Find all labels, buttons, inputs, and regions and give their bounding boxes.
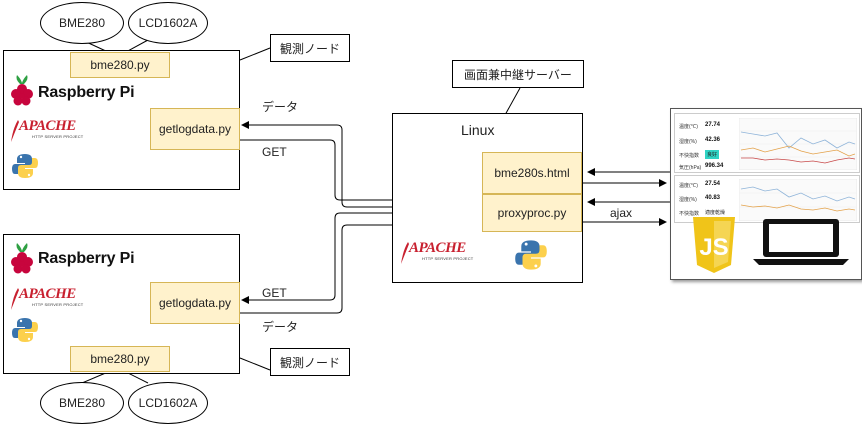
script-label: bme280.py — [90, 58, 150, 72]
apache-label: APACHE — [409, 240, 466, 256]
callout-label: 観測ノード — [279, 355, 340, 370]
trend-chart-2 — [739, 179, 857, 221]
sensor-label: BME280 — [58, 16, 106, 30]
arrow-bottom-get — [241, 212, 482, 304]
raspberry-pi-icon — [11, 75, 33, 106]
arrow-bottom-data — [238, 221, 481, 314]
python-icon — [12, 318, 38, 342]
apache-label: APACHE — [19, 118, 76, 134]
script-label: proxyproc.py — [497, 206, 567, 220]
callout-label: 観測ノード — [279, 41, 340, 56]
arrow-top-data — [241, 121, 482, 208]
raspberry-pi-brand: Raspberry Pi — [38, 250, 135, 267]
sensor-bme280-top: BME280 — [40, 2, 124, 44]
raspberry-pi-brand: Raspberry Pi — [38, 84, 135, 101]
script-proxyproc: proxyproc.py — [482, 194, 582, 232]
javascript-icon: JS — [693, 217, 735, 273]
callout-leader-server — [504, 87, 521, 116]
python-icon — [515, 240, 547, 270]
apache-subtitle: HTTP SERVER PROJECT — [32, 134, 84, 139]
metric-temp: 27.74 — [705, 122, 721, 128]
script-getlogdata-top: getlogdata.py — [150, 108, 240, 150]
metric-label: 温度(℃) — [679, 124, 698, 130]
apache-feather-icon — [401, 242, 409, 264]
metric-label: 温度(℃) — [679, 183, 698, 189]
dashboard-panel-2: 温度(℃) 27.54 湿度(%) 40.83 不快指数 適度乾燥 — [674, 175, 860, 223]
metric-status: 適度乾燥 — [705, 210, 726, 216]
metric-label: 不快指数 — [679, 153, 700, 159]
apache-feather-icon — [11, 120, 19, 142]
metric-status: 良好 — [705, 150, 720, 159]
label-data-bottom: データ — [262, 320, 299, 334]
script-bme280-top: bme280.py — [70, 52, 170, 78]
apache-logo: APACHE HTTP SERVER PROJECT — [10, 286, 84, 310]
metric-humidity: 42.36 — [705, 137, 721, 143]
label-data-top: データ — [262, 100, 299, 114]
sensor-label: LCD1602A — [138, 396, 198, 410]
callout-leader-top — [239, 47, 271, 61]
metric-temp: 27.54 — [705, 181, 721, 187]
dashboard-panel-1: 温度(℃) 27.74 湿度(%) 42.36 不快指数 良好 気圧(hPa) … — [674, 113, 860, 173]
apache-logo: APACHE HTTP SERVER PROJECT — [10, 118, 84, 142]
label-get-top: GET — [262, 145, 287, 159]
apache-logo: APACHE HTTP SERVER PROJECT — [400, 240, 475, 266]
callout-node-top: 観測ノード — [270, 34, 350, 62]
sensor-lcd-bottom: LCD1602A — [128, 382, 208, 424]
sensor-label: LCD1602A — [138, 16, 198, 30]
metric-pressure: 996.34 — [705, 163, 724, 169]
label-get-bottom: GET — [262, 286, 287, 300]
apache-label: APACHE — [19, 286, 76, 302]
script-bme280-bottom: bme280.py — [70, 346, 170, 372]
laptop-icon — [753, 219, 849, 265]
metric-label: 気圧(hPa) — [679, 165, 702, 171]
script-label: bme280.py — [90, 352, 150, 366]
file-bme280s-html: bme280s.html — [482, 152, 582, 194]
svg-text:JS: JS — [699, 234, 728, 261]
sensor-lcd-top: LCD1602A — [128, 2, 208, 44]
python-icon — [12, 154, 38, 178]
script-label: getlogdata.py — [158, 296, 232, 310]
callout-server: 画面兼中継サーバー — [452, 60, 584, 88]
sensor-label: BME280 — [58, 396, 106, 410]
script-getlogdata-bottom: getlogdata.py — [150, 282, 240, 324]
apache-subtitle: HTTP SERVER PROJECT — [32, 302, 84, 307]
apache-feather-icon — [11, 288, 19, 310]
arrow-top-get — [238, 139, 481, 204]
client-browser: 温度(℃) 27.74 湿度(%) 42.36 不快指数 良好 気圧(hPa) … — [670, 108, 862, 280]
apache-subtitle: HTTP SERVER PROJECT — [422, 256, 474, 261]
raspberry-pi-icon — [11, 243, 33, 274]
callout-label: 画面兼中継サーバー — [464, 67, 572, 82]
metric-humidity: 40.83 — [705, 195, 721, 201]
sensor-bme280-bottom: BME280 — [40, 382, 124, 424]
callout-leader-bottom — [239, 357, 271, 371]
metric-label: 湿度(%) — [679, 197, 697, 203]
trend-chart-1 — [739, 118, 857, 170]
label-ajax: ajax — [610, 206, 633, 220]
callout-node-bottom: 観測ノード — [270, 348, 350, 376]
file-label: bme280s.html — [494, 166, 570, 180]
server-os-label: Linux — [461, 122, 495, 138]
script-label: getlogdata.py — [158, 122, 232, 136]
metric-label: 不快指数 — [679, 211, 700, 217]
metric-label: 湿度(%) — [679, 139, 697, 145]
